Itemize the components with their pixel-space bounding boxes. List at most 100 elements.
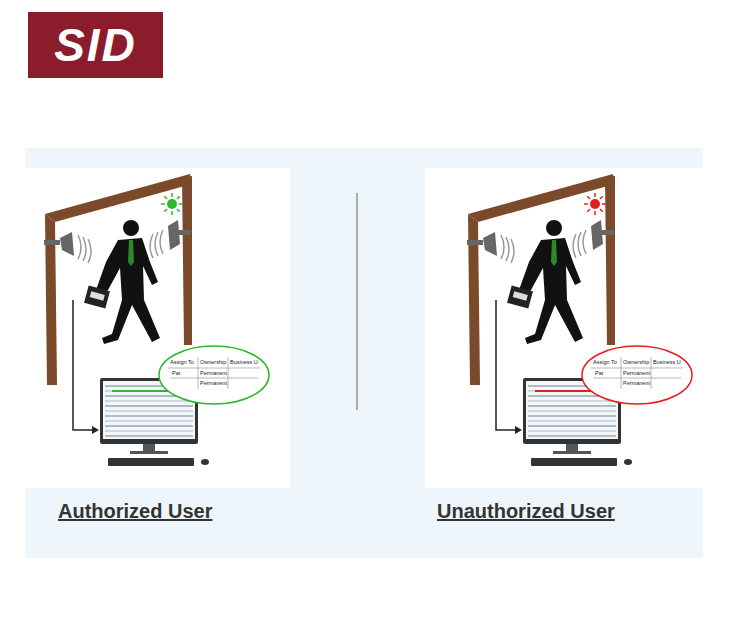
table-cell: Pat [595,370,603,377]
reader-mount [602,230,614,235]
table-row [105,435,193,437]
flow-arrow [496,300,515,430]
table-rule [651,357,652,389]
callout-ellipse [582,346,692,404]
led-ray [594,193,596,197]
rf-wave [160,230,163,254]
panel-caption: Authorized User [58,500,212,523]
table-cell: Pat [172,370,180,377]
table-cell: Permanent [623,380,650,387]
callout-bubble: Assign ToOwnershipBusiness UPatPermanent… [158,345,270,405]
table-row [528,425,616,427]
person-tie [551,240,557,266]
table-rule [593,378,681,379]
rf-wave [78,235,81,259]
table-rule [228,357,229,389]
rf-wave [578,232,581,256]
panel-illustration [44,174,210,466]
table-row [105,430,193,432]
led-ray [171,211,173,215]
table-row [528,435,616,437]
monitor-base [553,451,591,454]
keyboard [531,458,617,466]
table-rule [621,357,622,389]
briefcase [84,285,110,308]
door-post [468,214,480,385]
door-post [182,176,192,345]
table-row [105,400,193,402]
rf-wave [573,234,576,258]
led-ray [177,209,180,212]
reader-mount [179,230,191,235]
person-head [123,220,139,236]
rf-wave [511,239,514,263]
reader-mount [44,240,60,245]
table-cell: Permanent [623,370,650,377]
led-ray [587,209,590,212]
table-rule [591,368,683,369]
reader-antenna [168,220,180,250]
reader-mount [467,240,483,245]
table-rule [170,378,258,379]
led-ray [171,193,173,197]
flow-arrow [73,300,92,430]
table-cell: Permanent [200,380,227,387]
led-ray [587,196,590,199]
logo-text: SID [54,18,137,72]
table-row [528,420,616,422]
led-ray [600,209,603,212]
mouse [624,459,632,465]
status-led [167,199,177,209]
door-post [605,176,615,345]
table-row [528,410,616,412]
rf-wave [155,232,158,256]
rfid-tag [513,291,528,300]
person-tie [128,240,134,266]
rf-wave [88,239,91,263]
table-row [528,400,616,402]
led-ray [602,203,606,205]
table-cell: Ownership [623,359,649,366]
led-ray [179,203,183,205]
status-led [590,199,600,209]
table-cell: Ownership [200,359,226,366]
right-panel [425,168,703,488]
rf-wave [501,235,504,259]
callout-ellipse [159,346,269,404]
arrowhead [92,426,99,434]
table-cell: Permanent [200,370,227,377]
briefcase [507,285,533,308]
monitor-base [130,451,168,454]
panel-ground [25,148,703,558]
person-head [546,220,562,236]
table-row [105,405,193,407]
table-cell: Assign To [593,359,617,366]
table-row [105,420,193,422]
left-panel [25,168,290,488]
rfid-tag [90,291,105,300]
reader-antenna [483,232,497,256]
table-cell: Assign To [170,359,194,366]
table-row [528,415,616,417]
monitor-stand [143,444,155,452]
door-lintel [468,174,615,222]
rf-wave [150,234,153,258]
callout-bubble: Assign ToOwnershipBusiness UPatPermanent… [581,345,693,405]
door-post [45,214,57,385]
arrowhead [515,426,522,434]
rf-wave [83,237,86,261]
table-row [105,425,193,427]
led-ray [164,196,167,199]
logo: SID [28,12,163,78]
table-cell: Business U [230,359,258,366]
divider [356,193,358,410]
led-ray [584,203,588,205]
mouse [201,459,209,465]
table-rule [198,357,199,389]
table-cell: Business U [653,359,681,366]
rf-wave [583,230,586,254]
led-ray [177,196,180,199]
reader-antenna [591,220,603,250]
table-row [528,405,616,407]
